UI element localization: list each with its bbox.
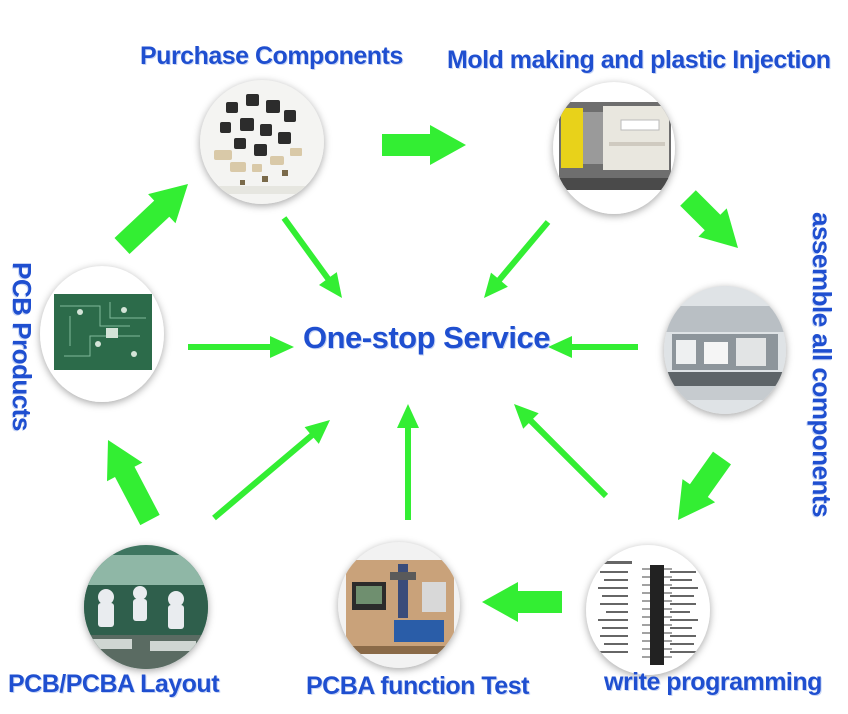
arrow-purchase-to-mold bbox=[382, 125, 466, 165]
arrow-mold-to-assemble bbox=[680, 190, 738, 248]
chip-pinout-icon bbox=[586, 545, 710, 675]
arrow-pcb-to-purchase bbox=[114, 184, 188, 254]
arrow-test-to-center bbox=[397, 404, 419, 520]
injection-machine-icon bbox=[553, 82, 675, 214]
write-programming-node bbox=[586, 545, 710, 675]
arrow-layout-to-pcb bbox=[107, 440, 160, 526]
arrow-assemble-to-programming bbox=[678, 451, 731, 520]
arrow-programming-to-center bbox=[514, 404, 609, 499]
purchase-components-node bbox=[200, 80, 324, 204]
mold-making-node bbox=[553, 82, 675, 214]
one-stop-service-title: One-stop Service bbox=[303, 320, 550, 355]
arrow-assemble-to-center bbox=[548, 336, 638, 358]
write-programming-label: write programming bbox=[604, 668, 822, 696]
pcb-layout-label: PCB/PCBA Layout bbox=[8, 670, 220, 698]
pcb-products-node bbox=[40, 266, 164, 402]
electronic-components-icon bbox=[200, 80, 324, 204]
assembly-line-icon bbox=[664, 286, 786, 414]
mold-making-label: Mold making and plastic Injection bbox=[447, 46, 831, 74]
arrow-pcb-to-center bbox=[188, 336, 294, 358]
assemble-components-label: assemble all components bbox=[807, 212, 837, 517]
arrow-mold-to-center bbox=[484, 220, 551, 298]
circuit-board-icon bbox=[40, 266, 164, 402]
factory-workers-icon bbox=[84, 545, 208, 669]
pcba-function-test-node bbox=[338, 542, 460, 668]
arrow-layout-to-center bbox=[212, 420, 330, 521]
arrow-purchase-to-center bbox=[281, 216, 342, 298]
pcba-function-test-label: PCBA function Test bbox=[306, 672, 529, 700]
test-station-icon bbox=[338, 542, 460, 668]
pcb-products-label: PCB Products bbox=[7, 262, 37, 431]
pcb-layout-node bbox=[84, 545, 208, 669]
arrow-programming-to-test bbox=[482, 582, 562, 622]
assemble-components-node bbox=[664, 286, 786, 414]
purchase-components-label: Purchase Components bbox=[140, 42, 403, 70]
